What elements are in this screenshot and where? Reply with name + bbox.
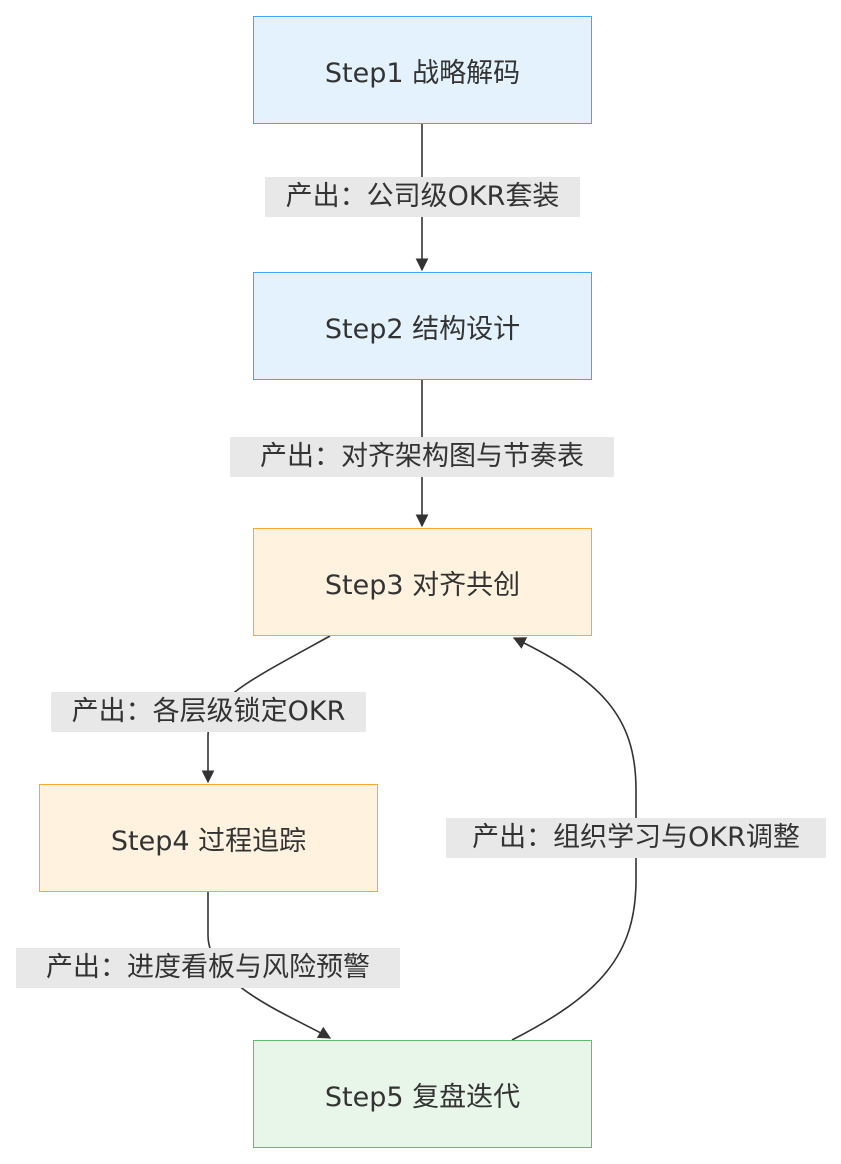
node-step5-label: Step5 复盘迭代 (324, 1081, 521, 1113)
node-step2-label: Step2 结构设计 (324, 313, 521, 345)
node-step4-label: Step4 过程追踪 (110, 825, 307, 857)
edge-label-step1-step2: 产出：公司级OKR套装 (265, 177, 580, 217)
edge-step5-step3 (511, 637, 637, 1041)
edge-label-step5-step3: 产出：组织学习与OKR调整 (446, 818, 826, 858)
node-step4[interactable]: Step4 过程追踪 (39, 784, 378, 892)
node-step5[interactable]: Step5 复盘迭代 (253, 1040, 592, 1148)
edge-label-step4-step5: 产出：进度看板与风险预警 (16, 948, 400, 988)
node-step1-label: Step1 战略解码 (324, 57, 521, 89)
node-step3[interactable]: Step3 对齐共创 (253, 528, 592, 636)
node-step2[interactable]: Step2 结构设计 (253, 272, 592, 380)
edge-step4-step5 (207, 892, 332, 1039)
node-step1[interactable]: Step1 战略解码 (253, 16, 592, 124)
node-step3-label: Step3 对齐共创 (324, 569, 521, 601)
edge-label-step3-step4: 产出：各层级锁定OKR (51, 692, 366, 732)
edge-label-step2-step3: 产出：对齐架构图与节奏表 (230, 437, 614, 477)
